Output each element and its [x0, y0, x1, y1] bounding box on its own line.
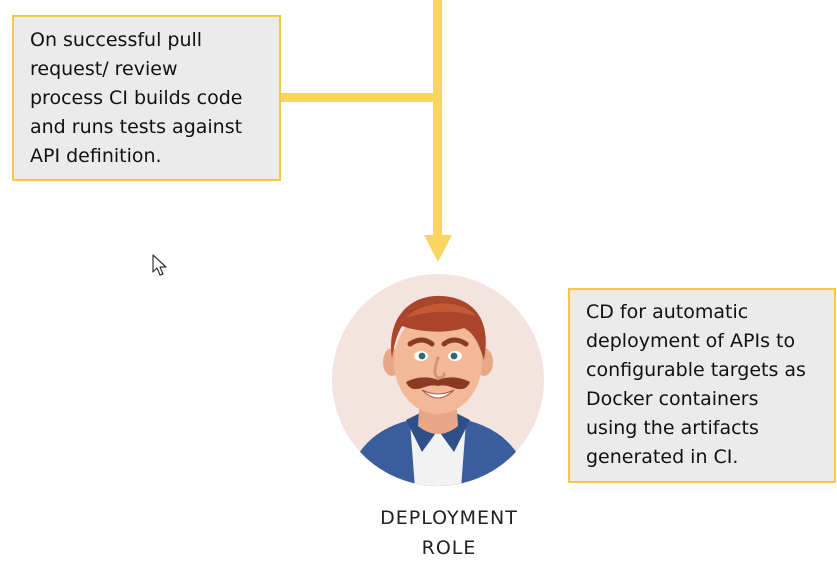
vertical-connector-line [433, 0, 442, 240]
deployment-role-label: DEPLOYMENT ROLE [380, 507, 518, 559]
cd-note-box: CD for automatic deployment of APIs to c… [568, 288, 836, 483]
person-avatar-icon [332, 274, 544, 486]
down-arrow-icon [424, 235, 452, 262]
ci-note-box: On successful pull request/ review proce… [12, 15, 281, 181]
mouse-pointer-icon [152, 254, 167, 276]
horizontal-connector-line [281, 93, 442, 102]
